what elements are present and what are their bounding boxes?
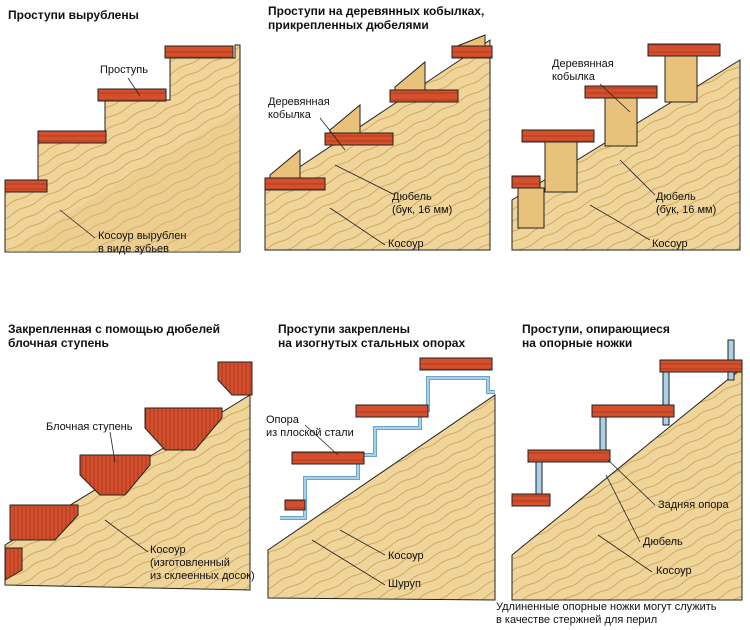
label-wooden-cleat: Деревянная кобылка: [552, 58, 614, 83]
stringer: [511, 59, 741, 251]
label-steel-support: Опора из плоской стали: [266, 414, 354, 439]
label-dowel: Дюбель (бук, 16 мм): [392, 191, 453, 216]
label-dowel: Дюбель: [643, 536, 683, 548]
leader-line: [607, 459, 656, 506]
leader-line: [311, 539, 386, 586]
tread: [451, 45, 493, 59]
panel-5-title: Проступи закреплены на изогнутых стальны…: [278, 322, 466, 350]
steel-support: [280, 377, 495, 519]
panel-1-drawing: [4, 44, 241, 253]
tread: [389, 89, 459, 103]
stringer-board: [5, 110, 240, 252]
tread: [284, 499, 306, 511]
tread: [584, 85, 658, 99]
tread: [419, 357, 493, 371]
cleat: [329, 103, 361, 136]
leader-line: [619, 159, 656, 196]
leader-line: [127, 77, 141, 97]
tread: [527, 449, 611, 463]
panel-4-title: Закрепленная с помощью дюбелей блочная с…: [8, 322, 220, 350]
tread: [97, 88, 167, 102]
support-leg: [535, 457, 543, 499]
panel-6-title: Проступи, опирающиеся на опорные ножки: [522, 322, 670, 350]
leader-line: [605, 474, 641, 543]
label-tread: Проступь: [100, 64, 148, 76]
stringer: [267, 394, 496, 601]
tread: [511, 175, 541, 189]
tread: [4, 179, 48, 193]
tread: [511, 493, 551, 507]
panel-1-title: Проступи вырублены: [8, 8, 139, 22]
panel-4-drawing: [4, 361, 253, 591]
footnote: Удлиненные опорные ножки могут служить в…: [496, 601, 717, 626]
label-dowel: Дюбель (бук, 16 мм): [656, 191, 717, 216]
cleat: [544, 141, 578, 193]
tread: [521, 129, 595, 143]
leader-line: [589, 204, 651, 241]
label-glued-stringer: Косоур (изготовленный из склеенных досок…: [150, 544, 255, 582]
tread: [37, 130, 107, 144]
label-screw: Шуруп: [388, 578, 421, 590]
cleat: [604, 97, 638, 147]
leader-line: [109, 431, 116, 463]
label-stringer: Косоур: [388, 238, 424, 250]
cleat: [269, 148, 301, 181]
label-wooden-cleat: Деревянная кобылка: [268, 96, 330, 121]
label-notched-stringer: Косоур вырублен в виде зубьев: [98, 230, 187, 255]
tread: [264, 177, 326, 191]
leader-line: [339, 529, 386, 556]
label-rear-support: Задняя опора: [658, 499, 729, 511]
leader-line: [329, 207, 386, 246]
block-step: [79, 454, 151, 496]
cleat: [517, 187, 545, 229]
tread: [659, 359, 743, 373]
label-stringer: Косоур: [656, 565, 692, 577]
label-stringer: Косоур: [652, 238, 688, 250]
panel-5-drawing: [267, 357, 496, 601]
tread: [164, 45, 234, 59]
leader-line: [597, 534, 653, 573]
stringer: [511, 366, 743, 601]
label-block-step: Блочная ступень: [46, 421, 133, 433]
tread: [647, 43, 721, 57]
tread: [324, 132, 394, 146]
block-step: [144, 407, 223, 451]
leader-line: [599, 83, 631, 113]
leader-line: [334, 164, 396, 196]
cleat: [664, 55, 698, 103]
panel-2-drawing: [264, 34, 493, 251]
leader-line: [104, 519, 149, 553]
label-stringer: Косоур: [388, 550, 424, 562]
leader-line: [304, 424, 339, 456]
tread: [355, 404, 429, 418]
panel-2-title: Проступи на деревянных кобылках, прикреп…: [268, 4, 485, 32]
block-step: [9, 504, 79, 541]
block-step: [4, 547, 23, 581]
block-step: [217, 361, 253, 396]
tread: [291, 451, 365, 465]
leader-line: [59, 209, 96, 239]
tread: [591, 404, 675, 418]
cleat: [394, 60, 426, 93]
panel-6-drawing: [511, 339, 743, 601]
panel-3-drawing: [511, 43, 741, 251]
leader-line: [319, 117, 346, 151]
